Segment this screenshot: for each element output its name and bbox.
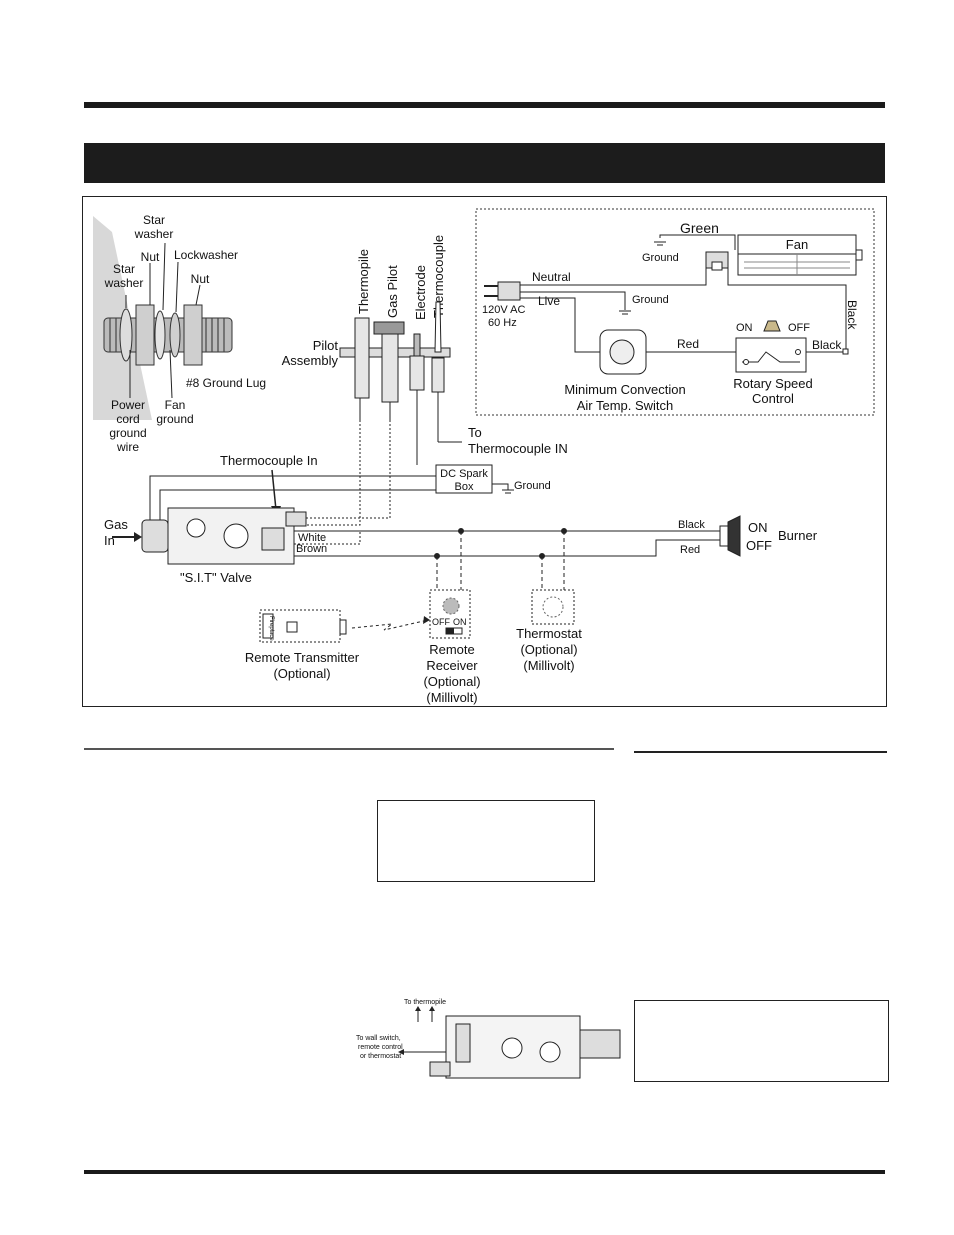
fan-ground-label: ground: [156, 412, 193, 426]
gas-pilot-label: Gas Pilot: [385, 265, 400, 318]
to-thermocouple-label: To: [468, 425, 482, 440]
ground-lug-label: #8 Ground Lug: [186, 376, 266, 390]
fan-ground-label: Fan: [165, 398, 186, 412]
gas-in-label: In: [104, 533, 115, 548]
dc-spark-label: DC Spark: [440, 468, 488, 480]
to-thermopile-label: To thermopile: [404, 999, 446, 1006]
receiver-off-label: OFF: [432, 617, 450, 627]
green-wire-label: Green: [680, 220, 719, 236]
black-wire-label: Black: [812, 338, 842, 352]
thermostat-label: (Optional): [520, 642, 577, 657]
valve-wiring: Thermocouple In DC Spark Box Ground Gas …: [104, 420, 818, 585]
to-wall-label: remote control: [358, 1044, 403, 1051]
star-washer-top-label: Star: [143, 213, 165, 227]
power-cord-label: cord: [116, 412, 139, 426]
wiring-diagram-frame: [82, 196, 887, 707]
burner-label: Burner: [778, 528, 818, 543]
rotary-on-label: ON: [736, 322, 753, 334]
star-washer-left-label: washer: [104, 276, 144, 290]
white-wire-label: White: [298, 532, 326, 544]
red-wire-label: Red: [677, 337, 699, 351]
black-burner-wire-label: Black: [678, 519, 705, 531]
receiver-label: (Optional): [423, 674, 480, 689]
transmitter-label: (Optional): [273, 666, 330, 681]
supply-label: 60 Hz: [488, 317, 517, 329]
nut-right-label: Nut: [191, 272, 210, 286]
footer-rule: [84, 1170, 885, 1174]
to-wall-label: or thermostat: [360, 1053, 401, 1060]
left-column-rule: [84, 748, 614, 750]
star-washer-top-label: washer: [134, 227, 174, 241]
receiver-on-label: ON: [453, 617, 467, 627]
power-cord-label: ground: [109, 426, 146, 440]
star-washer-left-label: Star: [113, 262, 135, 276]
to-thermocouple-label: Thermocouple IN: [468, 441, 568, 456]
caution-box: [634, 1000, 889, 1082]
fan-label: Fan: [786, 237, 808, 252]
pilot-assembly-label: Pilot: [313, 338, 339, 353]
electrode-label: Electrode: [413, 265, 428, 320]
thermostat-label: Thermostat: [516, 626, 582, 641]
pilot-assembly: Thermopile Gas Pilot Electrode Thermocou…: [282, 235, 568, 465]
power-cord-label: wire: [116, 440, 139, 454]
nut-left-label: Nut: [141, 250, 160, 264]
right-column-rule: [634, 751, 887, 753]
rotary-control-label: Control: [752, 391, 794, 406]
fan-circuit: Green Ground Fan 120V AC 60 Hz Neutral G…: [475, 208, 875, 416]
rotary-off-label: OFF: [788, 322, 810, 334]
live-label: Live: [538, 294, 560, 308]
ground-label: Ground: [642, 252, 679, 264]
transmitter-tag: Fireplace: [268, 616, 274, 641]
thermostat-label: (Millivolt): [523, 658, 574, 673]
min-switch-label: Air Temp. Switch: [577, 398, 674, 413]
ground-hardware-illustration: Star washer Nut Lockwasher Star washer N…: [93, 213, 266, 454]
lockwasher-label: Lockwasher: [174, 248, 238, 262]
thermopile-label: Thermopile: [356, 249, 371, 314]
black-vertical-label: Black: [845, 300, 859, 330]
header-rule: [84, 102, 885, 108]
pilot-assembly-label: Assembly: [282, 353, 339, 368]
note-box: [377, 800, 595, 882]
brown-wire-label: Brown: [296, 543, 327, 555]
thermocouple-label: Thermocouple: [431, 235, 446, 318]
dc-spark-label: Box: [455, 481, 474, 493]
red-burner-wire-label: Red: [680, 544, 700, 556]
burner-off-label: OFF: [746, 538, 772, 553]
receiver-label: Remote: [429, 642, 475, 657]
to-wall-label: To wall switch,: [356, 1035, 401, 1042]
receiver-label: Receiver: [426, 658, 478, 673]
min-switch-label: Minimum Convection: [564, 382, 685, 397]
ground-label: Ground: [632, 294, 669, 306]
supply-label: 120V AC: [482, 304, 525, 316]
valve-terminal-illustration: To thermopile To wall switch, remote con…: [356, 999, 621, 1079]
transmitter-label: Remote Transmitter: [245, 650, 360, 665]
section-title-bar: [84, 143, 885, 183]
gas-in-label: Gas: [104, 517, 128, 532]
power-cord-label: Power: [111, 398, 145, 412]
spark-ground-label: Ground: [514, 480, 551, 492]
optional-controls: OFF ON Remote Receiver (Optional) (Milli…: [245, 531, 582, 705]
rotary-control-label: Rotary Speed: [733, 376, 813, 391]
sit-valve-label: "S.I.T" Valve: [180, 570, 252, 585]
burner-on-label: ON: [748, 520, 768, 535]
thermocouple-in-label: Thermocouple In: [220, 453, 318, 468]
neutral-label: Neutral: [532, 270, 571, 284]
receiver-label: (Millivolt): [426, 690, 477, 705]
